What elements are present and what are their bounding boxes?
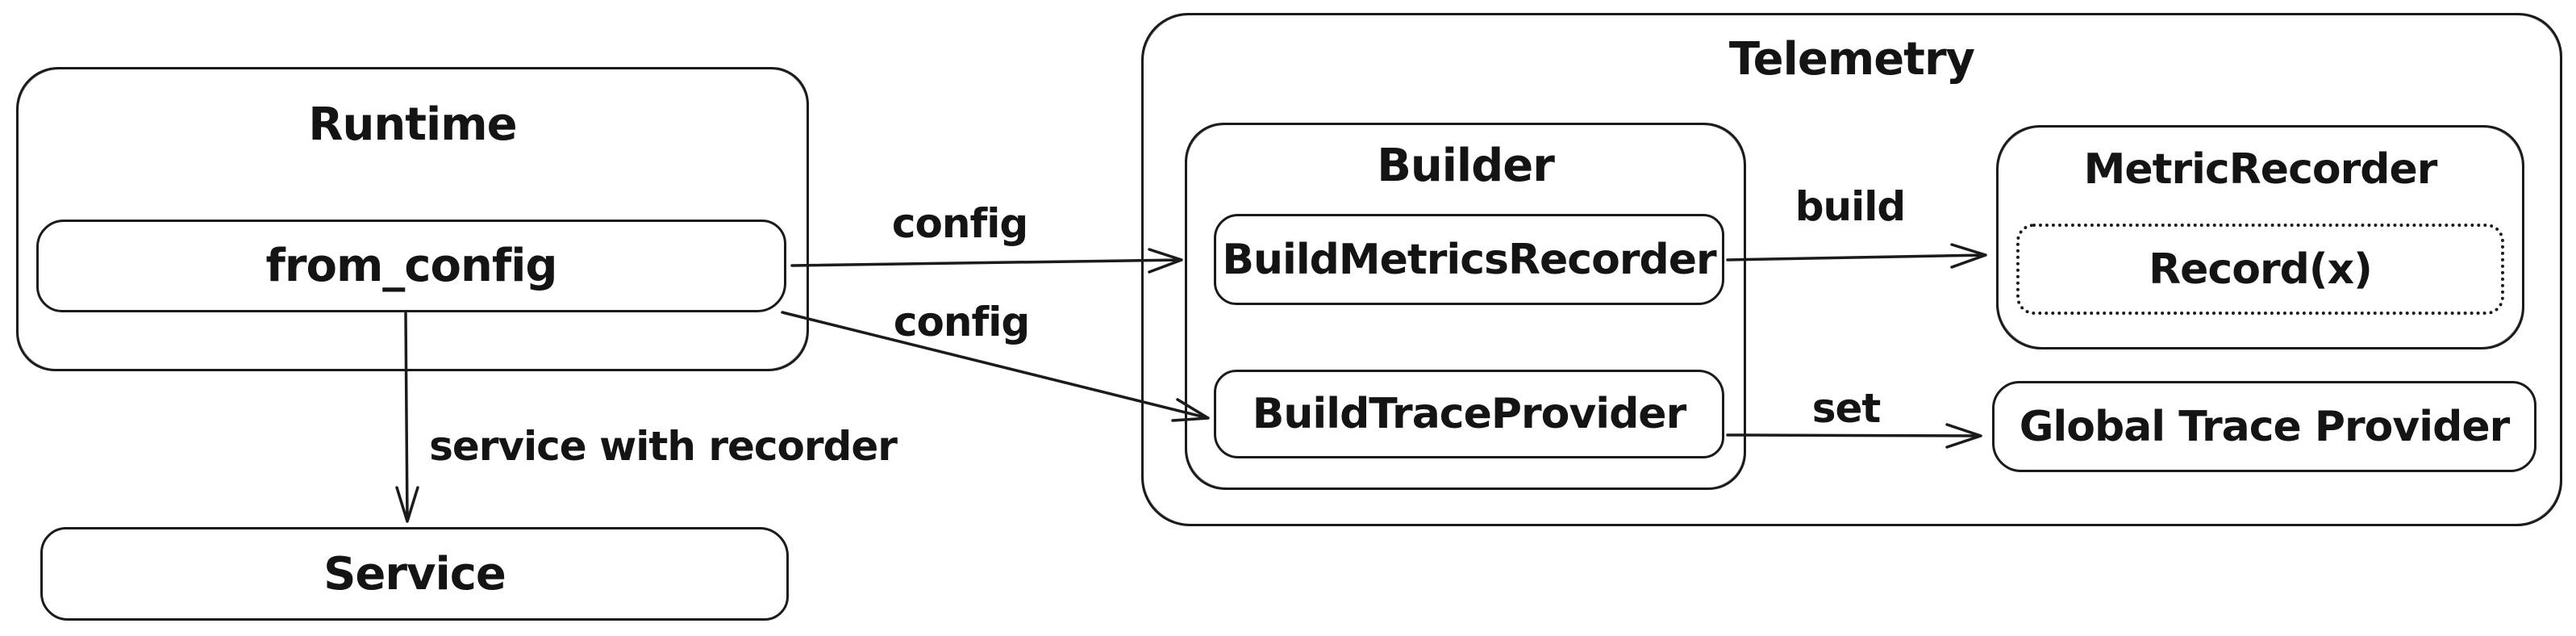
from-config-box: from_config xyxy=(36,220,786,312)
build-metrics-recorder-label: BuildMetricsRecorder xyxy=(1222,235,1716,284)
set-label: set xyxy=(1811,385,1882,432)
build-trace-provider-label: BuildTraceProvider xyxy=(1252,390,1686,438)
build-trace-provider-box: BuildTraceProvider xyxy=(1214,370,1724,458)
config-top-label: config xyxy=(891,200,1028,247)
builder-title: Builder xyxy=(1377,140,1555,192)
global-trace-provider-box: Global Trace Provider xyxy=(1992,381,2536,472)
service-with-recorder-label: service with recorder xyxy=(429,423,898,470)
global-trace-provider-label: Global Trace Provider xyxy=(2019,402,2511,451)
record-box: Record(x) xyxy=(2016,224,2504,315)
build-label: build xyxy=(1794,183,1906,230)
runtime-title: Runtime xyxy=(308,98,517,151)
from-config-label: from_config xyxy=(265,240,558,292)
build-metrics-recorder-box: BuildMetricsRecorder xyxy=(1214,214,1724,305)
record-label: Record(x) xyxy=(2149,245,2373,294)
service-label: Service xyxy=(323,547,506,600)
telemetry-title: Telemetry xyxy=(1728,33,1975,86)
config-arrow-top xyxy=(790,248,1183,274)
service-box: Service xyxy=(40,527,789,621)
config-bottom-label: config xyxy=(893,299,1030,345)
metric-recorder-title: MetricRecorder xyxy=(2083,145,2438,194)
